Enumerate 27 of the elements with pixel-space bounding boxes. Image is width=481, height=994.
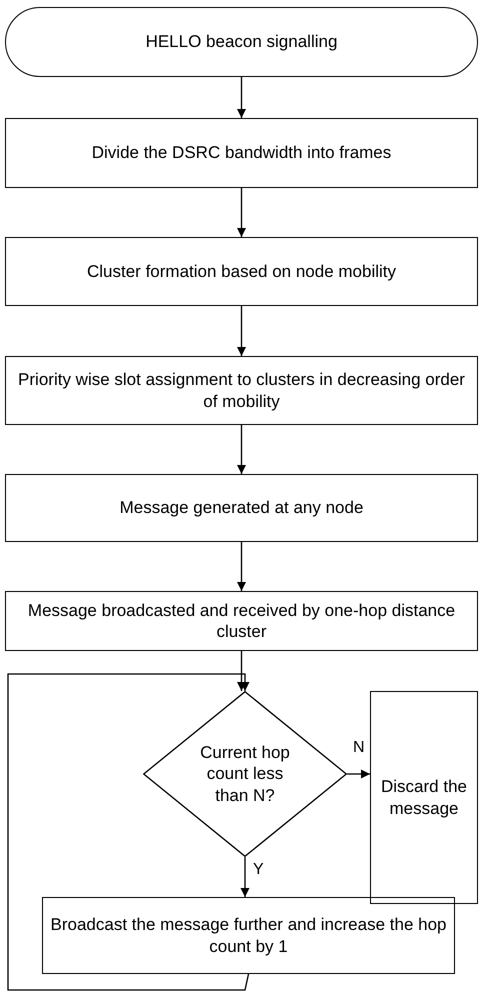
process-box — [5, 237, 478, 306]
node-text: Priority wise slot assignment to clusters in decreasing order of mobility — [17, 369, 466, 412]
arrow — [237, 77, 246, 118]
decision-diamond — [143, 691, 347, 857]
process-box — [5, 118, 478, 188]
process-box — [5, 591, 478, 651]
node-text: Broadcast the message further and increase the hop count by 1 — [50, 914, 448, 957]
node-text: Divide the DSRC bandwidth into frames — [90, 142, 392, 164]
arrow — [7, 673, 250, 991]
start-terminal — [5, 7, 478, 77]
process-box — [5, 356, 478, 425]
process-box — [42, 897, 455, 974]
arrow — [237, 425, 246, 474]
process-box — [5, 474, 478, 542]
arrow — [240, 857, 250, 897]
arrow — [237, 542, 246, 591]
node-text: HELLO beacon signalling — [144, 31, 338, 53]
arrow — [237, 306, 246, 356]
node-text: Message generated at any node — [118, 497, 364, 519]
arrow — [237, 651, 246, 691]
node-text: Discard the message — [380, 776, 468, 819]
node-text: Message broadcasted and received by one-hop distance cluster — [26, 600, 456, 642]
arrow — [237, 188, 246, 237]
node-text: Cluster formation based on node mobility — [86, 260, 397, 282]
process-box — [370, 691, 478, 904]
node-text: Current hop count less than N? — [199, 742, 291, 806]
arrow — [347, 770, 370, 778]
